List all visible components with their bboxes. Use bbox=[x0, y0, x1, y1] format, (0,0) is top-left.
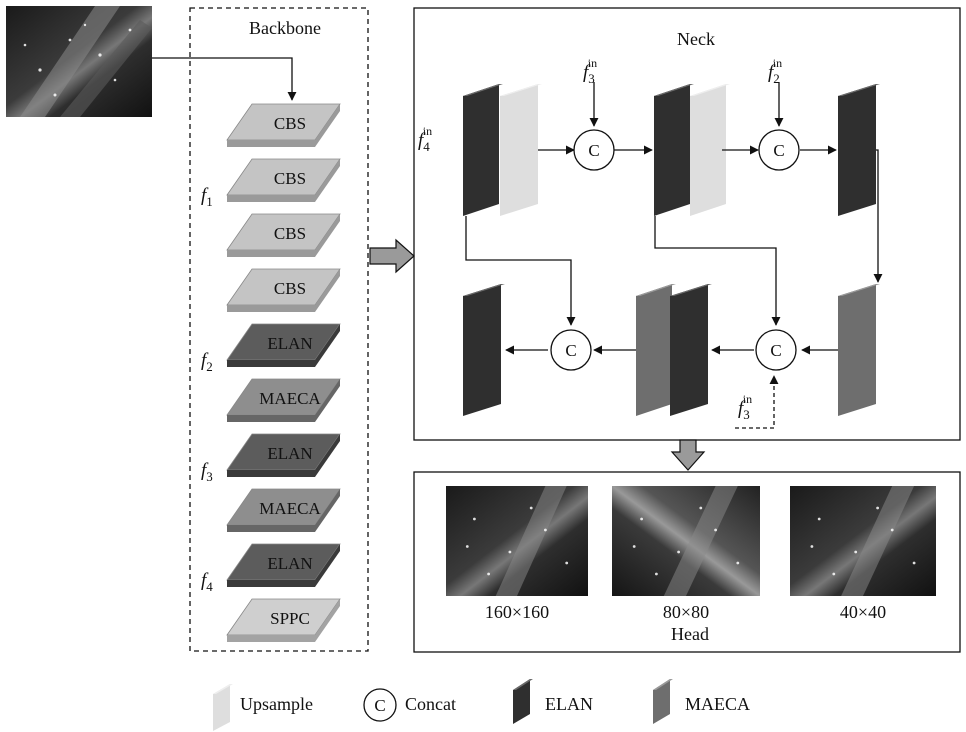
block-label: CBS bbox=[274, 169, 306, 188]
maeca-slab bbox=[838, 284, 880, 416]
tap-label: f2 bbox=[201, 350, 213, 374]
block-label: ELAN bbox=[267, 334, 312, 353]
tap-label: f3 bbox=[201, 460, 213, 484]
head-images: 160×160 80×80 40×40 bbox=[446, 486, 936, 622]
elan-slab bbox=[463, 284, 505, 416]
cbs-block: CBS bbox=[226, 103, 341, 147]
elan-slab bbox=[463, 84, 503, 216]
thick-down-arrow-icon bbox=[670, 439, 706, 471]
elan-slab bbox=[654, 84, 694, 216]
cbs-block: CBS bbox=[226, 268, 341, 312]
resolution-label: 40×40 bbox=[840, 602, 886, 622]
block-label: MAECA bbox=[259, 389, 321, 408]
maeca-slab bbox=[636, 284, 676, 416]
head-box bbox=[413, 471, 961, 653]
concat-node: C bbox=[550, 329, 592, 371]
head-output: 80×80 bbox=[612, 486, 760, 622]
head-output: 40×40 bbox=[790, 486, 936, 622]
elan-slab bbox=[670, 284, 712, 416]
tap-label: f4 bbox=[201, 570, 213, 594]
input-image bbox=[6, 6, 152, 117]
concat-label: C bbox=[565, 341, 576, 360]
block-label: CBS bbox=[274, 224, 306, 243]
legend-label: MAECA bbox=[685, 694, 750, 714]
f3-in-label: f3in bbox=[583, 56, 597, 86]
legend-concat: C Concat bbox=[363, 688, 456, 722]
thick-right-arrow-icon bbox=[369, 238, 415, 274]
neck-title: Neck bbox=[677, 29, 715, 49]
neck-blocks bbox=[463, 84, 880, 416]
head-title: Head bbox=[671, 624, 709, 644]
legend-symbol: C bbox=[374, 696, 385, 715]
elan-block: ELAN f4 bbox=[201, 543, 341, 594]
head-output: 160×160 bbox=[446, 486, 588, 622]
sppc-block: SPPC bbox=[226, 598, 341, 642]
concat-label: C bbox=[588, 141, 599, 160]
upsample-slab bbox=[690, 84, 730, 216]
legend-maeca: MAECA bbox=[653, 679, 750, 724]
concat-node: C bbox=[758, 129, 800, 171]
upsample-slab bbox=[500, 84, 542, 216]
block-label: SPPC bbox=[270, 609, 310, 628]
resolution-label: 160×160 bbox=[485, 602, 549, 622]
concat-node: C bbox=[573, 129, 615, 171]
cbs-block: CBS f1 bbox=[201, 158, 341, 209]
f3-in-dashed-connector bbox=[735, 375, 779, 429]
resolution-label: 80×80 bbox=[663, 602, 709, 622]
legend-label: ELAN bbox=[545, 694, 593, 714]
block-label: ELAN bbox=[267, 444, 312, 463]
legend-label: Concat bbox=[405, 694, 456, 714]
elan-slab bbox=[838, 84, 880, 216]
elan-block: ELAN f3 bbox=[201, 433, 341, 484]
f2-in-label: f2in bbox=[768, 56, 782, 86]
tap-label: f1 bbox=[201, 185, 213, 209]
concat-label: C bbox=[770, 341, 781, 360]
backbone-blocks: CBSCBSf1CBSCBSELANf2MAECAELANf3MAECAELAN… bbox=[201, 103, 341, 642]
maeca-block: MAECA bbox=[226, 488, 341, 532]
backbone-box bbox=[189, 7, 369, 652]
block-label: CBS bbox=[274, 114, 306, 133]
input-arrow bbox=[152, 57, 297, 101]
block-label: MAECA bbox=[259, 499, 321, 518]
block-label: CBS bbox=[274, 279, 306, 298]
f4-in-label: f4in bbox=[418, 124, 432, 154]
neck-connections bbox=[465, 82, 883, 355]
elan-block: ELAN f2 bbox=[201, 323, 341, 374]
block-label: ELAN bbox=[267, 554, 312, 573]
legend-label: Upsample bbox=[240, 694, 313, 714]
f3-in-bottom-label: f3in bbox=[738, 392, 752, 422]
legend-upsample: Upsample bbox=[213, 684, 313, 731]
legend: Upsample C Concat ELAN MAECA bbox=[213, 679, 750, 731]
legend-elan: ELAN bbox=[513, 679, 593, 724]
concat-label: C bbox=[773, 141, 784, 160]
concat-circles: C C C C bbox=[550, 129, 800, 371]
cbs-block: CBS bbox=[226, 213, 341, 257]
maeca-block: MAECA bbox=[226, 378, 341, 422]
neck-input-labels: f4in f3in f2in f3in bbox=[418, 56, 782, 422]
backbone-title: Backbone bbox=[249, 18, 321, 38]
concat-node: C bbox=[755, 329, 797, 371]
